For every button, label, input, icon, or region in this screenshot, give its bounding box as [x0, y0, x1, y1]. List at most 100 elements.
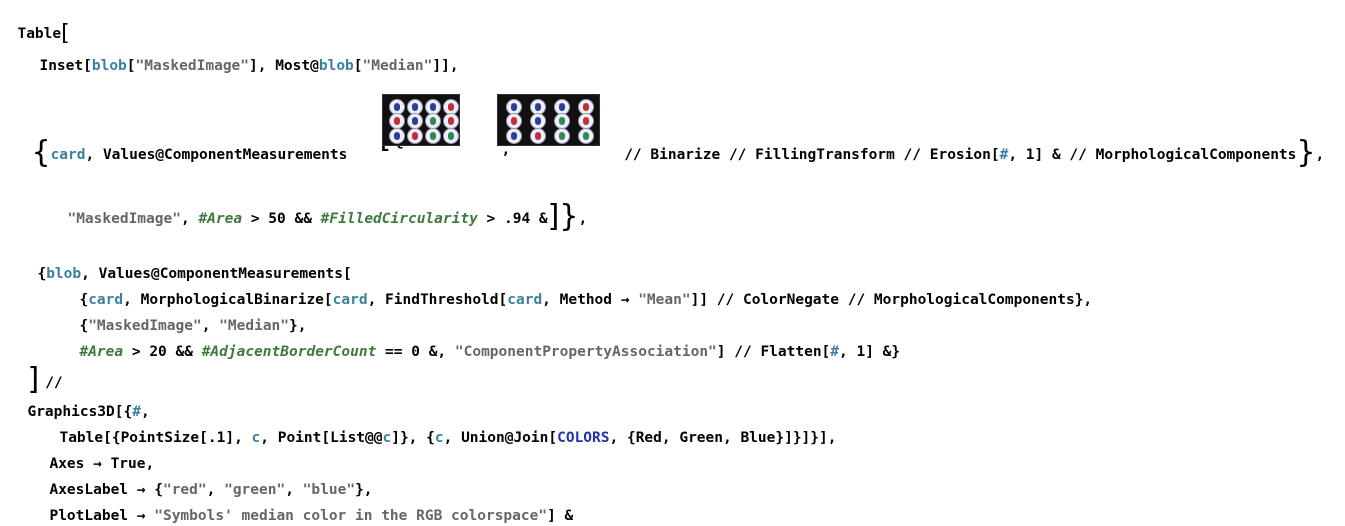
code-token: , Method →: [542, 292, 639, 308]
code-token: {: [79, 318, 89, 334]
keyword-table: Table: [17, 26, 62, 42]
code-token: , 1] & // MorphologicalComponents: [1008, 147, 1297, 163]
symbol-icon: [389, 128, 405, 144]
string-token: "MaskedImage": [67, 211, 181, 227]
code-token: },: [355, 482, 373, 498]
code-token: ]],: [432, 58, 459, 74]
code-token: //: [45, 375, 63, 391]
symbol-icon: [554, 128, 570, 144]
code-line-6[interactable]: {card, MorphologicalBinarize[card, FindT…: [62, 270, 1092, 310]
variable-token: blob: [46, 266, 82, 282]
code-token: },: [289, 318, 307, 334]
code-token: > 50 &&: [242, 211, 321, 227]
code-line-2[interactable]: Inset[blob["MaskedImage"], Most@blob["Me…: [22, 36, 459, 76]
code-token: ,: [201, 318, 220, 334]
variable-token: blob: [318, 58, 354, 74]
code-token: {: [79, 292, 89, 308]
code-token: [: [353, 58, 363, 74]
string-token: "MaskedImage": [135, 58, 250, 74]
code-token: ]}, {: [391, 430, 435, 446]
slot-token: #: [132, 404, 141, 420]
code-token: > .94 &: [477, 211, 548, 227]
code-token: , 1] &}: [839, 344, 901, 360]
constant-token: COLORS: [557, 430, 610, 446]
brace-open: {: [31, 135, 51, 170]
code-token: {: [37, 266, 47, 282]
symbol-icon: [530, 113, 546, 129]
symbol-icon: [425, 128, 441, 144]
code-token: ,: [206, 482, 225, 498]
code-token: // Binarize // FillingTransform // Erosi…: [615, 147, 1000, 163]
symbol-icon: [530, 128, 546, 144]
slot-token: #Area: [198, 211, 243, 227]
slot-token: #FilledCircularity: [320, 211, 478, 227]
code-token: > 20 &&: [123, 344, 202, 360]
variable-token: blob: [91, 58, 127, 74]
code-line-10[interactable]: Graphics3D[{#,: [10, 382, 150, 422]
code-token: ] &: [547, 508, 574, 524]
code-token: ,: [285, 482, 303, 498]
code-token: ,: [578, 211, 588, 227]
code-line-3[interactable]: {card, Values@ComponentMeasurements: [14, 120, 348, 168]
symbol-icon: [578, 128, 594, 144]
bracket-close: ]: [27, 362, 40, 397]
code-line-12[interactable]: Axes → True,: [32, 434, 154, 474]
bracket-close: ]: [547, 199, 560, 234]
card-image-1[interactable]: [382, 94, 460, 146]
symbol-icon: [554, 113, 570, 129]
variable-token: c: [251, 430, 261, 446]
variable-token: c: [382, 430, 392, 446]
code-token: ,: [140, 404, 150, 420]
variable-token: c: [434, 430, 444, 446]
symbol-icon: [443, 128, 459, 144]
symbol-icon: [389, 113, 405, 129]
slot-token: #: [830, 344, 840, 360]
code-line-13[interactable]: AxesLabel → {"red", "green", "blue"},: [32, 460, 373, 500]
brace-close: }: [1296, 135, 1316, 170]
string-token: "Median": [219, 318, 290, 334]
code-token: AxesLabel → {: [49, 482, 163, 498]
code-token: , Values@ComponentMeasurements: [85, 147, 348, 163]
code-token: == 0 &,: [376, 344, 455, 360]
code-line-9[interactable]: ] //: [10, 348, 63, 395]
code-token: Table[{PointSize[.1],: [59, 430, 252, 446]
variable-token: card: [50, 147, 86, 163]
code-line-7[interactable]: {"MaskedImage", "Median"},: [62, 296, 306, 336]
string-token: "ComponentPropertyAssociation": [454, 344, 717, 360]
slot-token: #AdjacentBorderCount: [201, 344, 377, 360]
string-token: "MaskedImage": [88, 318, 202, 334]
string-token: "green": [224, 482, 286, 498]
slot-token: #Area: [79, 344, 124, 360]
brace-close: }: [559, 199, 579, 234]
symbol-icon: [425, 113, 441, 129]
string-token: "Mean": [638, 292, 691, 308]
code-token: , FindThreshold[: [367, 292, 508, 308]
code-line-14[interactable]: PlotLabel → "Symbols' median color in th…: [32, 486, 573, 526]
code-line-3-tail[interactable]: // Binarize // FillingTransform // Erosi…: [598, 120, 1325, 168]
bracket-open: [: [61, 21, 70, 46]
code-token: Axes → True,: [49, 456, 155, 472]
string-token: "blue": [302, 482, 356, 498]
comma-separator: ,: [484, 120, 510, 160]
code-token: PlotLabel →: [49, 508, 155, 524]
variable-token: card: [507, 292, 543, 308]
slot-token: #: [999, 147, 1009, 163]
code-token: ]] // ColorNegate // MorphologicalCompon…: [690, 292, 1093, 308]
symbol-icon: [506, 128, 522, 144]
code-token: Graphics3D[{: [27, 404, 133, 420]
code-line-8[interactable]: #Area > 20 && #AdjacentBorderCount == 0 …: [62, 322, 900, 362]
code-token: ,: [1315, 147, 1325, 163]
code-line-4[interactable]: "MaskedImage", #Area > 50 && #FilledCirc…: [50, 184, 588, 232]
string-token: "red": [162, 482, 207, 498]
symbol-icon: [407, 113, 423, 129]
code-line-11[interactable]: Table[{PointSize[.1], c, Point[List@@c]}…: [42, 408, 836, 448]
code-line-5[interactable]: {blob, Values@ComponentMeasurements[: [20, 244, 351, 284]
code-token: [: [126, 58, 136, 74]
string-token: "Symbols' median color in the RGB colors…: [154, 508, 548, 524]
card-image-2[interactable]: [497, 94, 600, 146]
code-token: ,: [180, 211, 199, 227]
code-token: , Union@Join[: [443, 430, 558, 446]
code-token: Inset[: [39, 58, 92, 74]
code-line-1[interactable]: Table[: [0, 2, 70, 46]
variable-token: card: [332, 292, 368, 308]
